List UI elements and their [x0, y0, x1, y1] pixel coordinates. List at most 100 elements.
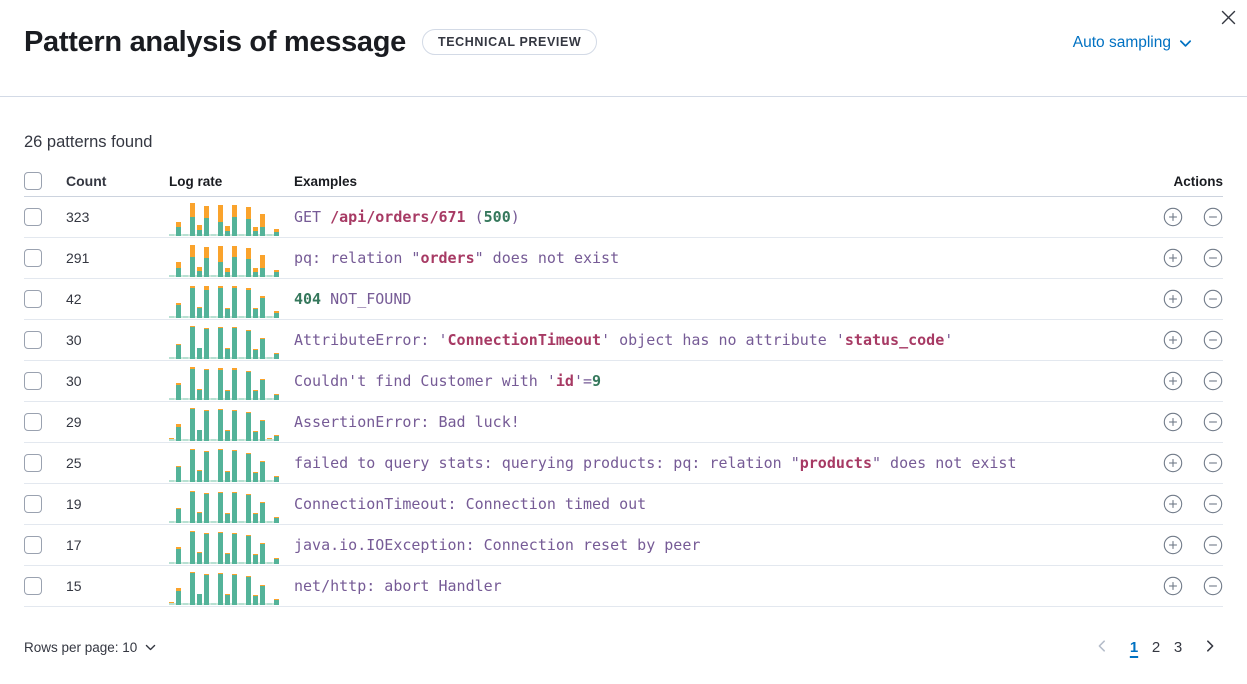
filter-in-pattern-button[interactable]: [1163, 207, 1183, 227]
sparkline-bar: [266, 480, 273, 482]
sparkline-bar: [231, 532, 238, 564]
filter-in-pattern-button[interactable]: [1163, 494, 1183, 514]
filter-out-pattern-button[interactable]: [1203, 248, 1223, 268]
pattern-count: 291: [66, 250, 90, 266]
sparkline-bar: [252, 594, 259, 605]
pattern-count: 15: [66, 578, 82, 594]
sparkline-bar: [245, 576, 252, 605]
filter-out-pattern-button[interactable]: [1203, 412, 1223, 432]
log-rate-cell: [169, 486, 294, 523]
rows-per-page-button[interactable]: Rows per page: 10: [24, 640, 157, 655]
sparkline-bar: [217, 285, 224, 318]
column-header-count: Count: [66, 173, 107, 189]
filter-in-pattern-button[interactable]: [1163, 330, 1183, 350]
row-checkbox[interactable]: [24, 290, 42, 308]
page-button-1[interactable]: 1: [1123, 633, 1145, 661]
filter-in-pattern-button[interactable]: [1163, 412, 1183, 432]
sparkline-bar: [175, 547, 182, 564]
row-checkbox[interactable]: [24, 331, 42, 349]
select-all-checkbox[interactable]: [24, 172, 42, 190]
sparkline-bar: [210, 357, 217, 359]
row-checkbox[interactable]: [24, 208, 42, 226]
filter-out-pattern-button[interactable]: [1203, 453, 1223, 473]
filter-in-pattern-button[interactable]: [1163, 453, 1183, 473]
sparkline-bar: [196, 347, 203, 359]
log-rate-sparkline: [169, 530, 279, 564]
sampling-menu-button[interactable]: Auto sampling: [1073, 34, 1193, 52]
sparkline-bar: [273, 476, 279, 482]
sparkline-bar: [273, 517, 279, 523]
row-checkbox[interactable]: [24, 577, 42, 595]
sparkline-baseline: [169, 603, 279, 605]
sparkline-bar: [217, 245, 224, 277]
sparkline-bar: [259, 460, 266, 482]
pattern-count: 323: [66, 209, 90, 225]
sparkline-bar: [231, 449, 238, 482]
sparkline-bar: [169, 438, 175, 441]
pattern-count: 25: [66, 455, 82, 471]
row-checkbox[interactable]: [24, 454, 42, 472]
row-checkbox-cell: [24, 208, 66, 226]
log-rate-sparkline: [169, 448, 279, 482]
filter-out-pattern-button[interactable]: [1203, 371, 1223, 391]
sparkline-baseline: [169, 234, 279, 236]
sparkline-bar: [182, 480, 189, 482]
filter-in-pattern-button[interactable]: [1163, 371, 1183, 391]
chevron-left-icon: [1098, 639, 1105, 652]
sparkline-bar: [266, 316, 273, 318]
minus-in-circle-icon: [1203, 576, 1223, 596]
close-button[interactable]: [1215, 5, 1241, 31]
row-checkbox[interactable]: [24, 372, 42, 390]
pattern-count: 30: [66, 373, 82, 389]
filter-out-pattern-button[interactable]: [1203, 289, 1223, 309]
row-checkbox-cell: [24, 249, 66, 267]
previous-page-button[interactable]: [1089, 634, 1115, 660]
plus-in-circle-icon: [1163, 412, 1183, 432]
plus-in-circle-icon: [1163, 207, 1183, 227]
chevron-down-icon: [1179, 39, 1192, 47]
page-button-2[interactable]: 2: [1145, 633, 1167, 661]
sparkline-bar: [189, 326, 196, 359]
sparkline-bar: [203, 368, 210, 400]
sparkline-bar: [238, 521, 245, 523]
filter-in-pattern-button[interactable]: [1163, 535, 1183, 555]
minus-in-circle-icon: [1203, 330, 1223, 350]
sparkline-baseline: [169, 316, 279, 318]
minus-in-circle-icon: [1203, 453, 1223, 473]
sparkline-bar: [245, 206, 252, 236]
next-page-button[interactable]: [1197, 634, 1223, 660]
sparkline-bar: [189, 490, 196, 523]
filter-in-pattern-button[interactable]: [1163, 576, 1183, 596]
filter-out-pattern-button[interactable]: [1203, 576, 1223, 596]
sparkline-bar: [182, 398, 189, 400]
plus-in-circle-icon: [1163, 371, 1183, 391]
row-checkbox[interactable]: [24, 536, 42, 554]
filter-out-pattern-button[interactable]: [1203, 494, 1223, 514]
row-checkbox-cell: [24, 577, 66, 595]
sparkline-bar: [245, 371, 252, 400]
sparkline-baseline: [169, 439, 279, 441]
sparkline-bar: [273, 394, 279, 400]
filter-out-pattern-button[interactable]: [1203, 330, 1223, 350]
sparkline-bar: [210, 479, 217, 482]
pattern-example: AttributeError: 'ConnectionTimeout' obje…: [294, 331, 954, 349]
pattern-example: Couldn't find Customer with 'id'=9: [294, 372, 602, 390]
row-checkbox[interactable]: [24, 249, 42, 267]
sparkline-bar: [196, 306, 203, 318]
page-button-3[interactable]: 3: [1167, 633, 1189, 661]
log-rate-sparkline: [169, 202, 279, 236]
sparkline-bar: [252, 268, 259, 277]
row-checkbox[interactable]: [24, 495, 42, 513]
filter-in-pattern-button[interactable]: [1163, 248, 1183, 268]
row-checkbox[interactable]: [24, 413, 42, 431]
filter-out-pattern-button[interactable]: [1203, 207, 1223, 227]
filter-in-pattern-button[interactable]: [1163, 289, 1183, 309]
sparkline-bar: [252, 226, 259, 236]
filter-out-pattern-button[interactable]: [1203, 535, 1223, 555]
sparkline-bar: [224, 226, 231, 236]
sparkline-bar: [252, 554, 259, 564]
sparkline-bar: [217, 448, 224, 482]
log-rate-sparkline: [169, 243, 279, 277]
